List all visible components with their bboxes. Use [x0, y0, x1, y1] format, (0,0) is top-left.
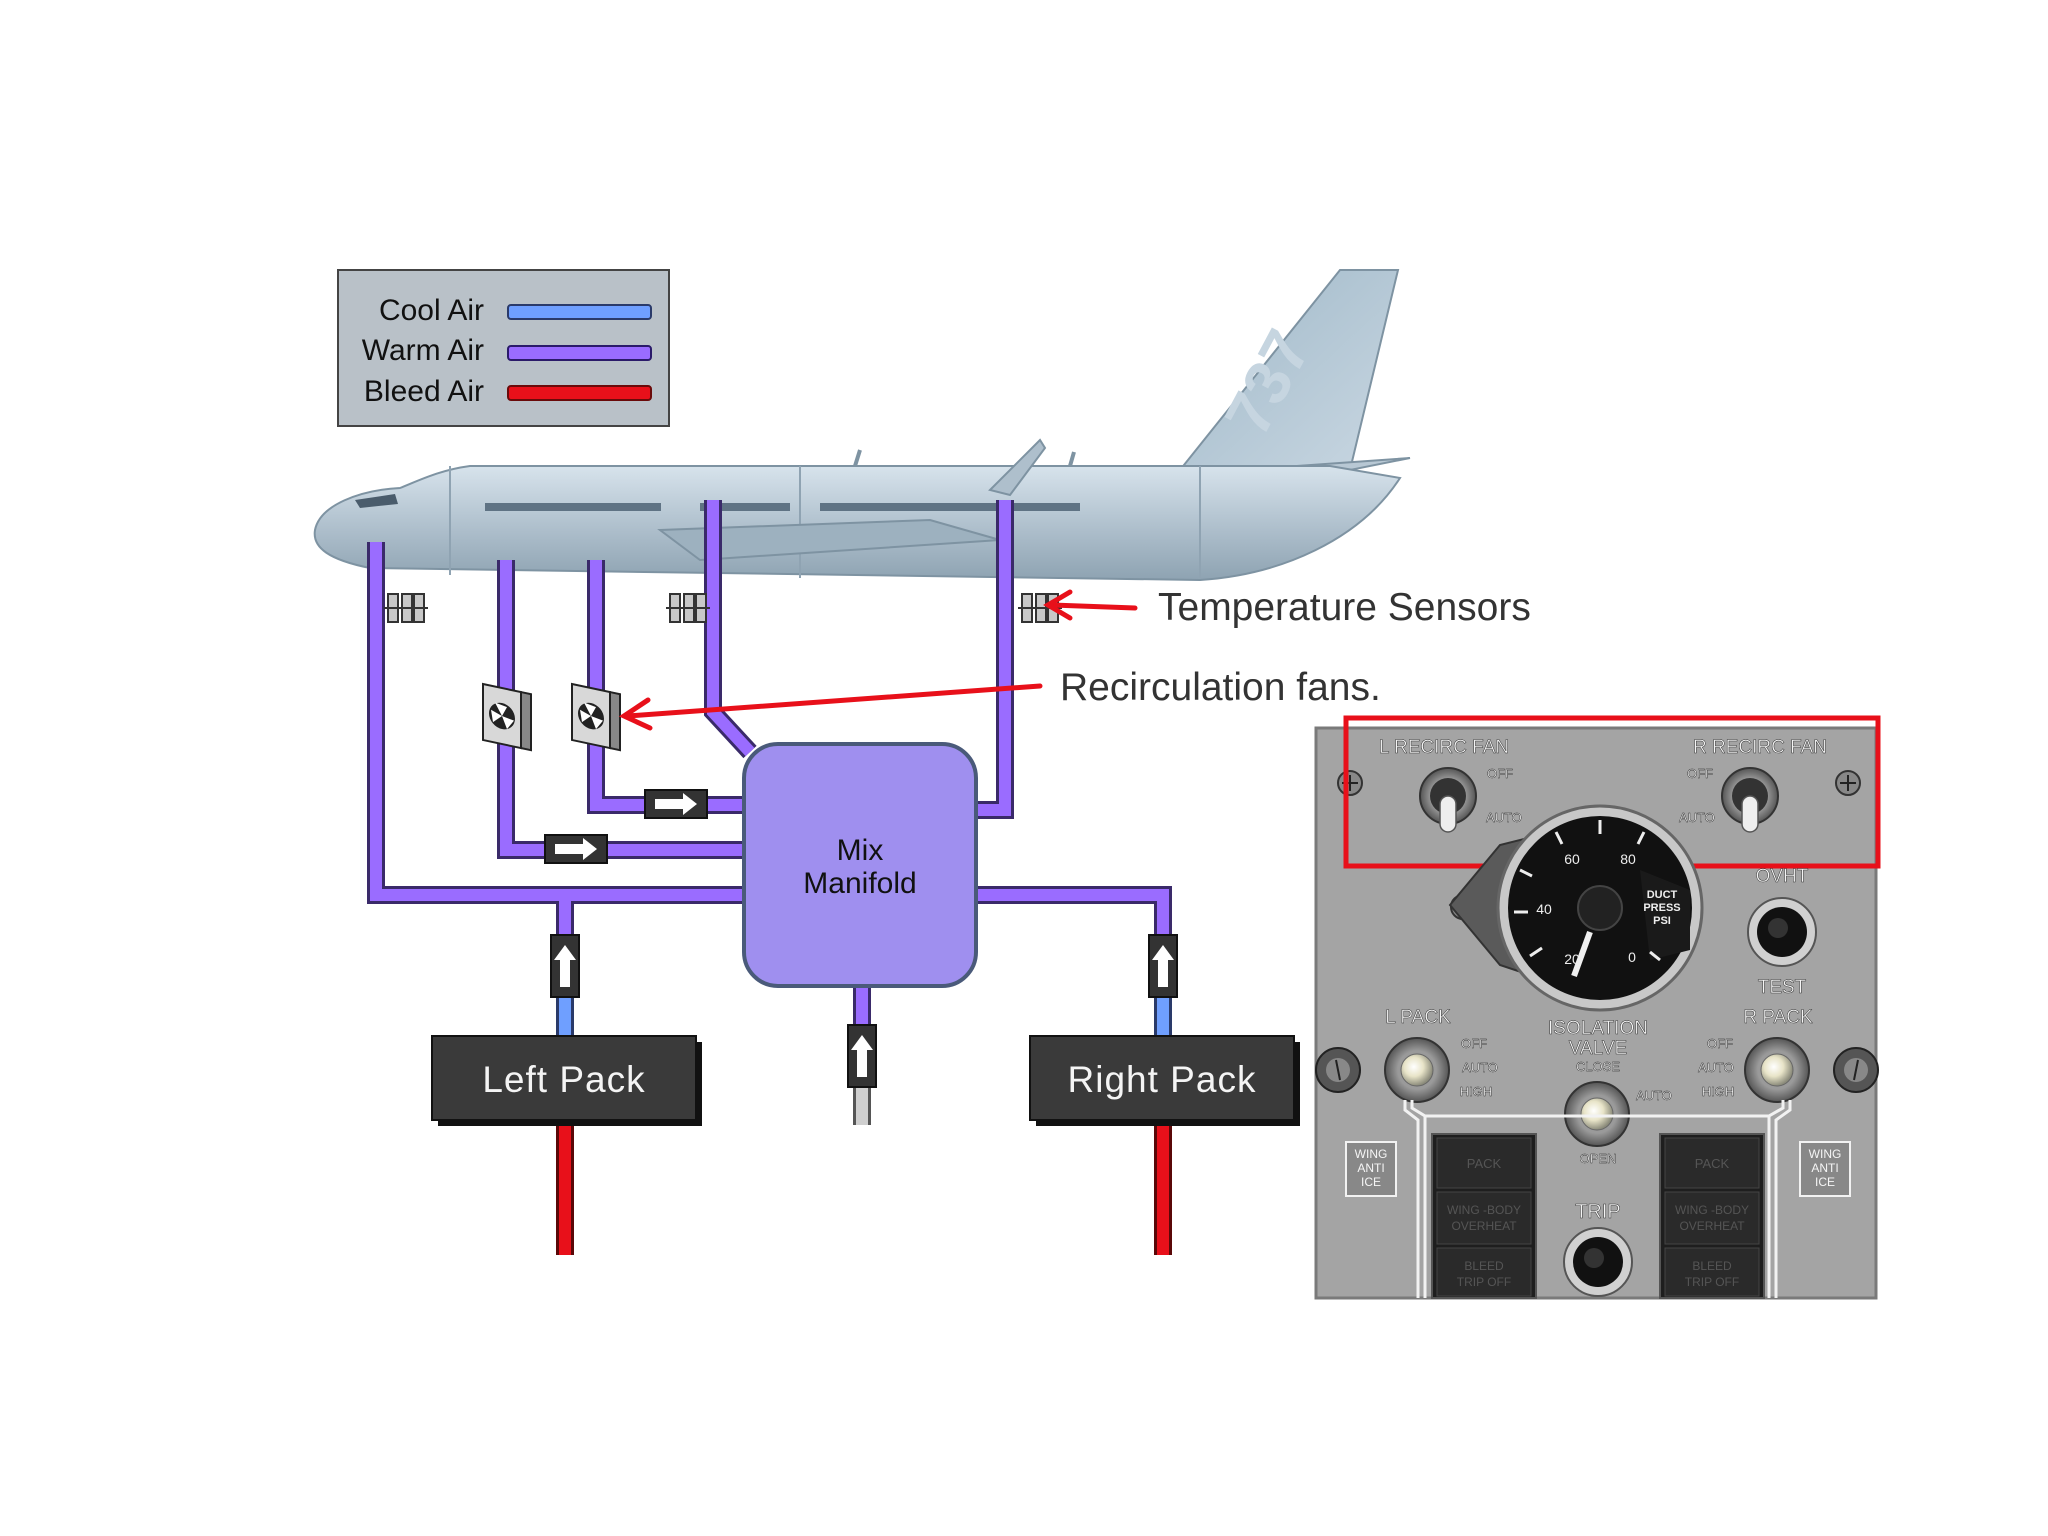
right-wing-body-light-line2: OVERHEAT	[1679, 1219, 1745, 1233]
wing-anti-ice-left: WING ANTI ICE	[1345, 1141, 1397, 1197]
r-pack-selector-knob[interactable]	[1744, 1037, 1810, 1103]
wing-anti-ice-right-line3: ICE	[1815, 1175, 1835, 1189]
wing-anti-ice-left-line1: WING	[1355, 1147, 1388, 1161]
gauge-needle	[1571, 930, 1593, 978]
l-recirc-auto-label: AUTO	[1486, 810, 1522, 825]
legend-label-bleed-air: Bleed Air	[364, 375, 484, 408]
wing-anti-ice-right-line2: ANTI	[1811, 1161, 1838, 1175]
legend: Cool Air Warm Air Bleed Air	[337, 269, 670, 427]
wing-anti-ice-right: WING ANTI ICE	[1799, 1141, 1851, 1197]
left-pack-light: PACK	[1467, 1156, 1502, 1171]
recirc-fan-arrow	[618, 683, 1043, 731]
right-wing-body-light-line1: WING -BODY	[1675, 1203, 1749, 1217]
flow-arrow-right-upper	[644, 789, 708, 819]
l-recirc-fan-label: L RECIRC FAN	[1379, 737, 1509, 758]
r-recirc-off-label: OFF	[1687, 766, 1713, 781]
cockpit-window	[355, 494, 398, 508]
overhead-panel: L RECIRC FAN R RECIRC FAN OFF AUTO OFF A…	[1314, 715, 1881, 1300]
l-pack-auto-label: AUTO	[1462, 1060, 1498, 1075]
left-pack: Left Pack	[431, 1035, 702, 1126]
recirculation-fans	[482, 682, 621, 752]
r-pack-high-label: HIGH	[1702, 1084, 1735, 1099]
right-bleed-light-line1: BLEED	[1692, 1259, 1732, 1273]
screw-icon	[1337, 770, 1363, 796]
legend-label-cool-air: Cool Air	[379, 294, 484, 327]
r-pack-off-label: OFF	[1707, 1036, 1733, 1051]
right-side-switch[interactable]	[1833, 1047, 1879, 1093]
recirculation-fans-label: Recirculation fans.	[1060, 666, 1381, 709]
r-pack-label: R PACK	[1743, 1007, 1813, 1028]
flow-arrows	[544, 789, 1178, 1088]
r-recirc-fan-switch[interactable]	[1721, 767, 1779, 833]
temperature-sensor-icon	[384, 593, 428, 623]
gauge-tick-60: 60	[1564, 851, 1580, 867]
gauge-tick-80: 80	[1620, 851, 1636, 867]
temperature-sensors-label: Temperature Sensors	[1158, 586, 1531, 629]
gauge-tick-40: 40	[1536, 901, 1552, 917]
right-bleed-light-line2: TRIP OFF	[1685, 1275, 1739, 1289]
cabin-windows	[485, 503, 1080, 511]
flow-arrow-up-recirc	[847, 1024, 877, 1088]
l-recirc-fan-switch[interactable]	[1419, 767, 1477, 833]
left-pack-label: Left Pack	[482, 1059, 645, 1100]
legend-label-warm-air: Warm Air	[362, 334, 484, 367]
screw-icon	[1835, 770, 1861, 796]
left-side-switch[interactable]	[1315, 1047, 1361, 1093]
airplane: 737	[313, 269, 1411, 582]
right-pack-label: Right Pack	[1068, 1059, 1257, 1100]
temperature-sensor-arrow	[1043, 589, 1138, 621]
l-pack-selector-knob[interactable]	[1384, 1037, 1450, 1103]
recirc-fan-icon	[482, 682, 532, 752]
gauge-tick-0: 0	[1628, 949, 1636, 965]
annotation-arrows	[618, 589, 1138, 731]
r-recirc-fan-label: R RECIRC FAN	[1693, 737, 1827, 758]
left-wing-body-light-line1: WING -BODY	[1447, 1203, 1521, 1217]
wing-anti-ice-right-line1: WING	[1809, 1147, 1842, 1161]
isolation-valve-selector-knob[interactable]	[1564, 1081, 1630, 1147]
left-annunciator-column: PACK WING -BODY OVERHEAT BLEED TRIP OFF	[1431, 1133, 1537, 1299]
left-bleed-light-line2: TRIP OFF	[1457, 1275, 1511, 1289]
legend-swatch-cool-air	[507, 304, 652, 320]
l-pack-high-label: HIGH	[1460, 1084, 1493, 1099]
flow-arrow-right-lower	[544, 834, 608, 864]
right-pack-light: PACK	[1695, 1156, 1730, 1171]
r-pack-auto-label: AUTO	[1698, 1060, 1734, 1075]
recirc-fan-icon	[571, 682, 621, 752]
trip-label: TRIP	[1575, 1201, 1621, 1223]
gauge-label-line2: PRESS	[1643, 902, 1680, 914]
wing-anti-ice-left-line2: ANTI	[1357, 1161, 1384, 1175]
right-annunciator-column: PACK WING -BODY OVERHEAT BLEED TRIP OFF	[1659, 1133, 1765, 1299]
gauge-label-line3: PSI	[1653, 915, 1671, 927]
legend-swatch-bleed-air	[507, 385, 652, 401]
mix-manifold: Mix Manifold	[742, 742, 978, 988]
mix-manifold-label-line1: Mix	[837, 834, 884, 867]
flow-arrow-up-right-pack	[1148, 934, 1178, 998]
isolation-open-label: OPEN	[1580, 1151, 1617, 1166]
trip-reset-button[interactable]	[1563, 1227, 1633, 1297]
ovht-label: OVHT	[1756, 866, 1809, 887]
flow-arrow-up-left-pack	[550, 934, 580, 998]
gauge-label-line1: DUCT	[1647, 889, 1678, 901]
legend-swatch-warm-air	[507, 345, 652, 361]
isolation-valve-label-line2: VALVE	[1569, 1038, 1627, 1059]
test-label: TEST	[1758, 977, 1807, 998]
l-recirc-off-label: OFF	[1487, 766, 1513, 781]
temperature-sensor-icon	[666, 593, 710, 623]
r-recirc-auto-label: AUTO	[1679, 810, 1715, 825]
left-wing-body-light-line2: OVERHEAT	[1451, 1219, 1517, 1233]
right-pack: Right Pack	[1029, 1035, 1300, 1126]
duct-pressure-gauge: 60 80 40 20 0 DUCT PRESS PSI	[1448, 804, 1704, 1012]
isolation-auto-label: AUTO	[1636, 1088, 1672, 1103]
isolation-valve-label-line1: ISOLATION	[1548, 1018, 1648, 1039]
mix-manifold-label-line2: Manifold	[803, 867, 916, 900]
l-pack-off-label: OFF	[1461, 1036, 1487, 1051]
ovht-test-button[interactable]	[1747, 897, 1817, 967]
isolation-close-label: CLOSE	[1576, 1059, 1620, 1074]
left-bleed-light-line1: BLEED	[1464, 1259, 1504, 1273]
temperature-sensors	[384, 593, 1062, 623]
l-pack-label: L PACK	[1385, 1007, 1451, 1028]
winglet	[988, 438, 1047, 497]
wing-anti-ice-left-line3: ICE	[1361, 1175, 1381, 1189]
